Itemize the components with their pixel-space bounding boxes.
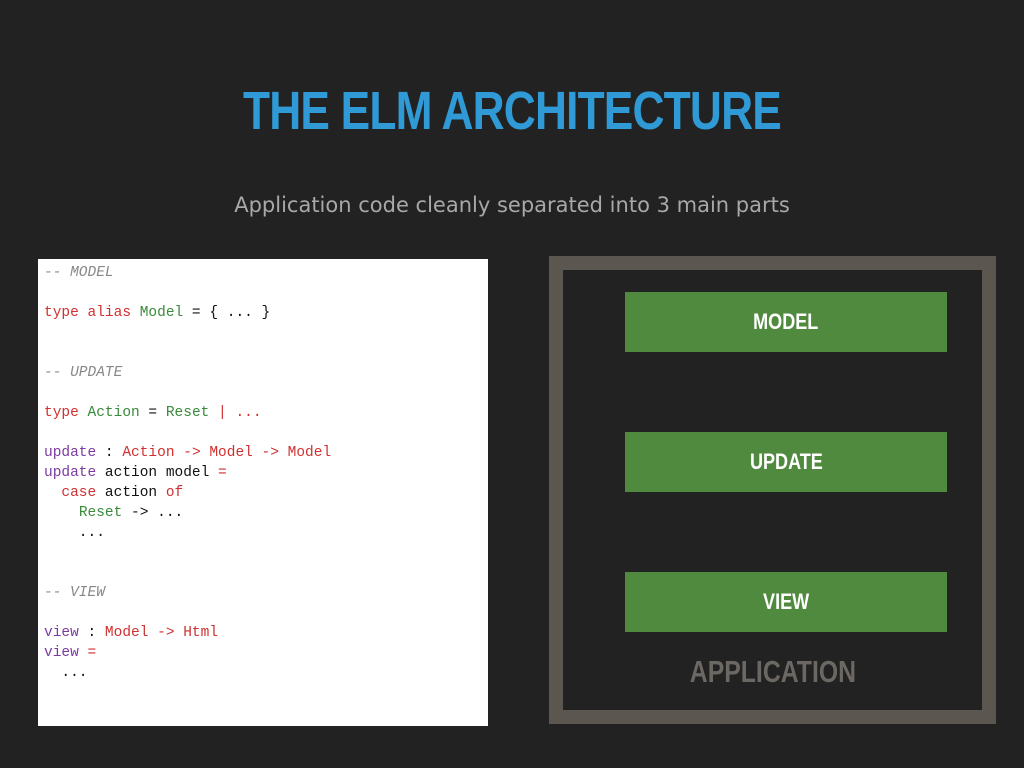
- code-token: ...: [44, 665, 88, 681]
- code-line: view : Model -> Html: [44, 623, 488, 643]
- code-token: Reset: [78, 505, 123, 521]
- code-token: = { ... }: [183, 305, 271, 321]
- code-token: [44, 485, 61, 501]
- application-label: APPLICATION: [563, 654, 982, 690]
- application-label-text: APPLICATION: [689, 654, 856, 689]
- code-line: [44, 423, 488, 443]
- code-token: [44, 505, 79, 521]
- code-line: type alias Model = { ... }: [44, 303, 488, 323]
- code-panel: -- MODEL type alias Model = { ... } -- UPD…: [38, 259, 488, 726]
- update-block-label: UPDATE: [749, 449, 823, 474]
- code-token: type: [44, 405, 79, 421]
- slide-title: THE ELM ARCHITECTURE: [243, 81, 782, 141]
- code-token: -> ...: [122, 505, 184, 521]
- code-token: action model: [96, 465, 219, 481]
- code-token: =: [218, 465, 227, 481]
- code-line: Reset -> ...: [44, 503, 488, 523]
- code-line: case action of: [44, 483, 488, 503]
- code-line: ...: [44, 663, 488, 683]
- slide-subtitle: Application code cleanly separated into …: [234, 193, 790, 217]
- code-token: [131, 305, 140, 321]
- code-token: type alias: [44, 305, 132, 321]
- code-line: ...: [44, 523, 488, 543]
- code-token: update: [44, 465, 97, 481]
- code-line: [44, 383, 488, 403]
- code-token: of: [165, 485, 184, 501]
- code-token: ...: [44, 525, 105, 541]
- code-line: -- UPDATE: [44, 363, 488, 383]
- model-block-label: MODEL: [753, 309, 819, 334]
- code-line: [44, 543, 488, 563]
- code-line: update : Action -> Model -> Model: [44, 443, 488, 463]
- code-line: [44, 343, 488, 363]
- code-token: case: [61, 485, 97, 501]
- view-block-label: VIEW: [762, 589, 810, 614]
- code-token: =: [139, 405, 166, 421]
- application-container: MODEL UPDATE VIEW APPLICATION: [549, 256, 996, 724]
- update-block: UPDATE: [625, 432, 947, 492]
- code-line: type Action = Reset | ...: [44, 403, 488, 423]
- code-line: [44, 603, 488, 623]
- code-token: view: [44, 625, 79, 641]
- code-line: [44, 563, 488, 583]
- code-token: Action -> Model -> Model: [122, 445, 332, 461]
- code-line: view =: [44, 643, 488, 663]
- code-token: -- VIEW: [44, 585, 105, 601]
- code-token: view: [44, 645, 79, 661]
- code-line: [44, 323, 488, 343]
- code-token: | ...: [209, 405, 262, 421]
- code-token: [79, 405, 88, 421]
- code-token: :: [78, 625, 105, 641]
- view-block: VIEW: [625, 572, 947, 632]
- code-token: :: [96, 445, 123, 461]
- code-token: =: [87, 645, 97, 661]
- model-block: MODEL: [625, 292, 947, 352]
- code-token: Model: [139, 305, 184, 321]
- code-token: Reset: [165, 405, 210, 421]
- code-line: update action model =: [44, 463, 488, 483]
- code-line: [44, 283, 488, 303]
- code-line: -- MODEL: [44, 263, 488, 283]
- code-token: -- UPDATE: [44, 365, 123, 381]
- code-token: update: [44, 445, 97, 461]
- code-token: Model -> Html: [104, 625, 219, 641]
- code-token: action: [96, 485, 166, 501]
- code-token: Action: [87, 405, 140, 421]
- code-token: [79, 645, 88, 661]
- code-token: -- MODEL: [44, 265, 114, 281]
- code-line: -- VIEW: [44, 583, 488, 603]
